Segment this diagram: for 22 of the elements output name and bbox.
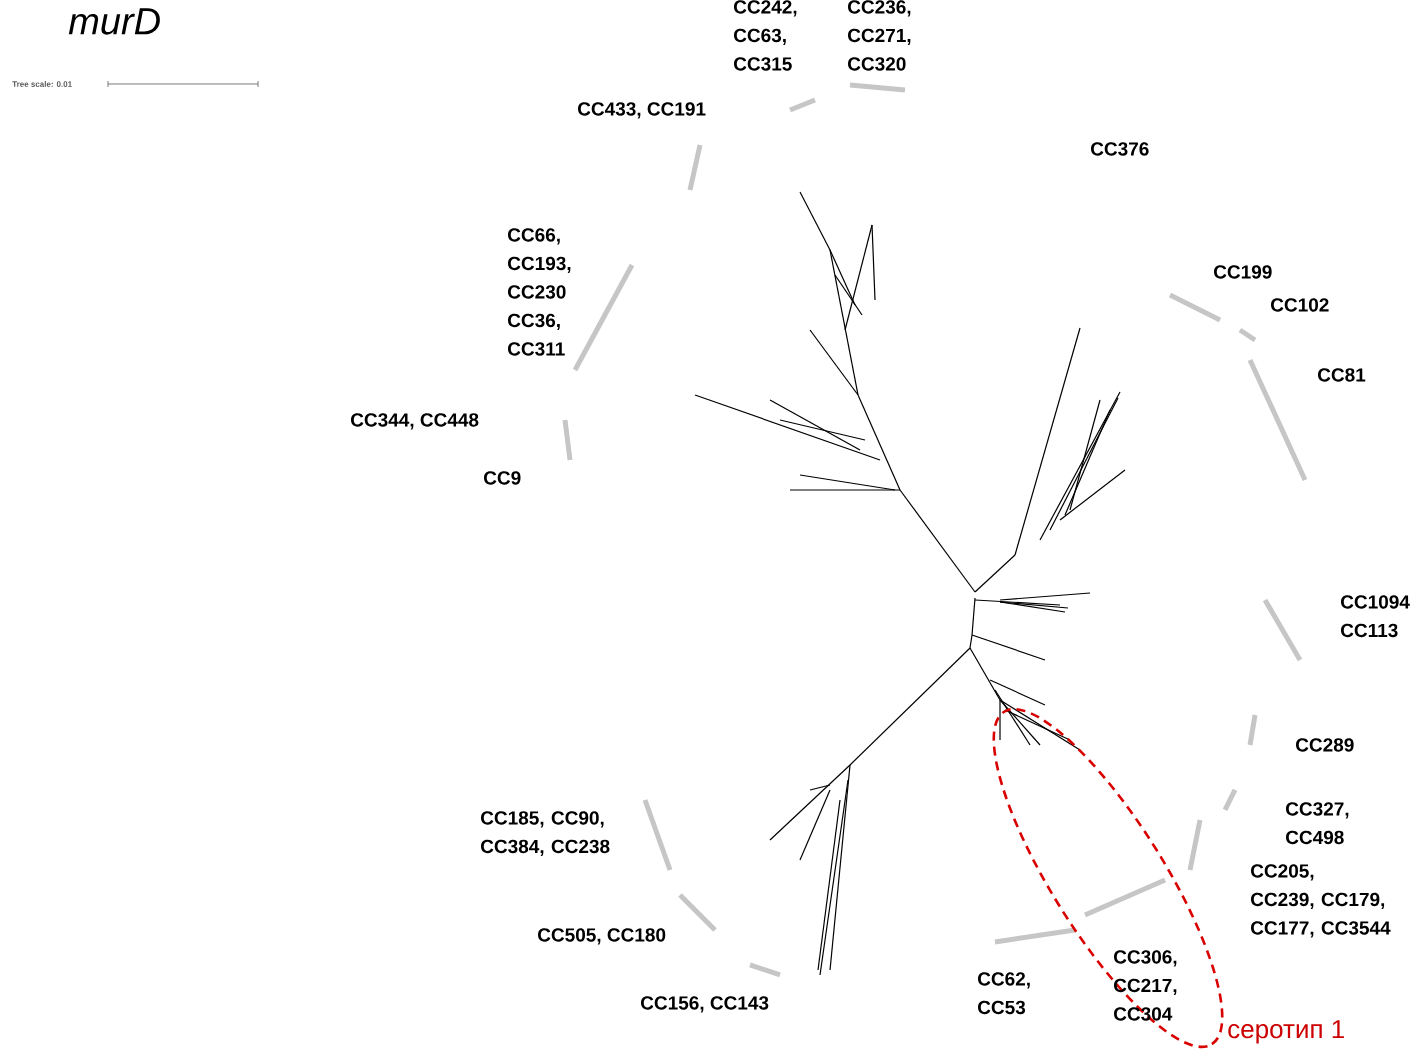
clade-label: CC236, CC271, CC320	[848, 0, 911, 71]
clade-label: CC185, CC90, CC384, CC238	[481, 811, 610, 856]
clade-label: CC344, CC448	[351, 413, 479, 430]
clade-label: CC62, CC53	[978, 972, 1030, 1015]
clade-label: CC66, CC193, CC230 CC36, CC311	[508, 228, 571, 356]
scale-label: Tree scale: 0.01	[12, 81, 72, 87]
clade-label: CC102	[1271, 298, 1329, 312]
clade-label: CC205, CC239, CC179, CC177, CC3544	[1251, 864, 1391, 938]
clade-label: CC376	[1091, 142, 1149, 156]
clade-label: CC433, CC191	[578, 102, 706, 119]
clade-label: CC289	[1296, 738, 1354, 752]
group-label: серотип 1	[1228, 1020, 1344, 1044]
clade-label: CC306, CC217, CC304	[1114, 950, 1177, 1021]
clade-label: CC242, CC63, CC315	[734, 0, 797, 71]
clade-label: CC199	[1214, 265, 1272, 279]
clade-label: CC327, CC498	[1286, 802, 1349, 845]
clade-label: CC156, CC143	[641, 996, 769, 1013]
title: murD	[68, 8, 160, 35]
clade-label: CC1094 CC113	[1341, 595, 1410, 638]
clade-label: CC9	[484, 471, 521, 485]
clade-label: CC505, CC180	[538, 928, 666, 945]
clade-label: CC81	[1318, 368, 1366, 382]
